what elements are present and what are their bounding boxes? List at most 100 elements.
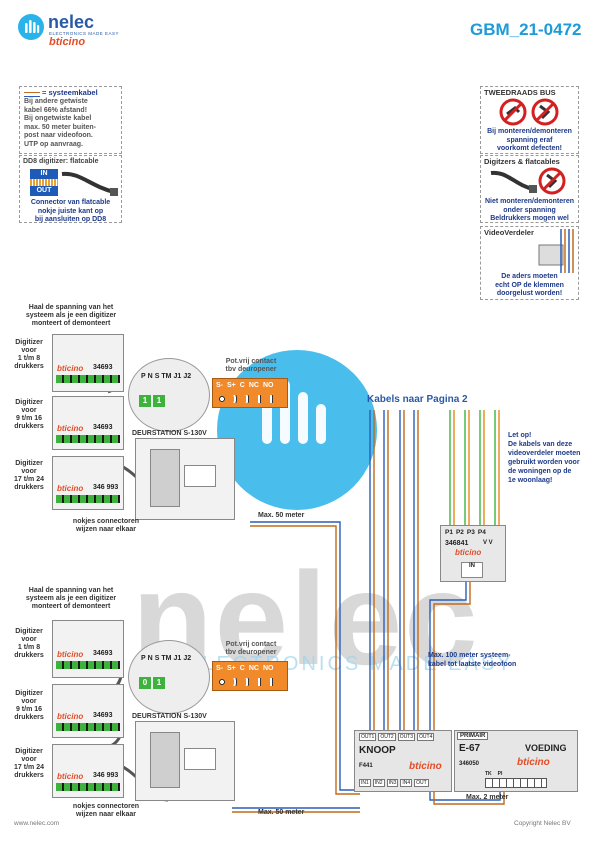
digitizer-model: 346 993 xyxy=(93,484,119,491)
bus-head: TWEEDRAADS BUS xyxy=(484,88,556,97)
digitizer-model: 34693 xyxy=(93,424,113,431)
bottom-digitizer-2: bticino 34693 xyxy=(52,684,124,738)
cables-title: Kabels naar Pagina 2 xyxy=(367,394,468,405)
jumper-1: 1 xyxy=(139,395,151,407)
knoop-bottom-terminals: IN1 IN2 IN3 IN4 OUT xyxy=(359,779,429,787)
terminal-strip xyxy=(56,375,120,383)
primair-label: PRIMAIR xyxy=(457,732,489,740)
flatcable-icon xyxy=(61,171,118,196)
bottom-digitizer-3: bticino 346 993 xyxy=(52,744,124,798)
knoop-top-terminals: OUT1 OUT2 OUT3 OUT4 xyxy=(359,733,435,741)
top-max-label: Max. 50 meter xyxy=(258,512,305,519)
max2-label: Max. 2 meter xyxy=(466,794,509,801)
splitter-in: IN xyxy=(461,562,483,578)
brand-partner: bticino xyxy=(49,36,86,48)
videoverdeler-icon xyxy=(538,229,574,273)
splitter-model: 346841 xyxy=(445,540,469,547)
door-station-module xyxy=(150,449,180,507)
voeding-terminal-strip xyxy=(485,778,547,788)
dd8-in-label: IN xyxy=(30,169,58,179)
digitizer-model: 34693 xyxy=(93,650,113,657)
brand-name: nelec xyxy=(48,12,95,32)
no-flatcable-icon xyxy=(490,167,566,195)
digitizer-brand: bticino xyxy=(57,364,84,373)
footer-website: www.nelec.com xyxy=(14,820,60,827)
cable-legend-icon xyxy=(24,92,40,97)
jumper-2: 1 xyxy=(153,677,165,689)
digitizers-head: Digitzers & flatcables xyxy=(484,157,560,166)
footer-copyright: Copyright Nelec BV xyxy=(514,820,571,827)
top-door-station xyxy=(135,438,235,520)
contact-screws xyxy=(218,395,282,403)
digitizer-model: 34693 xyxy=(93,712,113,719)
knoop-module: OUT1 OUT2 OUT3 OUT4 KNOOP F441 bticino I… xyxy=(354,730,452,792)
bottom-digitizer-1: bticino 34693 xyxy=(52,620,124,678)
voeding-model: E-67 xyxy=(459,743,481,754)
brand-tagline: ELECTRONICS MADE EASY xyxy=(49,31,120,36)
voeding-title: VOEDING xyxy=(525,743,567,753)
dd8-head: DD8 digitizer: flatcable xyxy=(23,158,99,165)
dd8-note: DD8 digitizer: flatcable IN OUT Connecto… xyxy=(19,155,122,223)
dd8-connector-icon xyxy=(30,179,58,186)
bottom-max-label: Max. 50 meter xyxy=(258,809,305,816)
digitizer-model: 34693 xyxy=(93,364,113,371)
jumper-2: 1 xyxy=(153,395,165,407)
top-door-station-label: DEURSTATION S-130V xyxy=(132,430,207,437)
digitizers-note: Digitzers & flatcables Niet monteren/dem… xyxy=(480,155,579,223)
videoverdeler-head: VideoVerdeler xyxy=(484,228,534,237)
bottom-door-station-label: DEURSTATION S-130V xyxy=(132,713,207,720)
knoop-model: F441 xyxy=(359,763,373,769)
voeding-code: 346050 xyxy=(459,761,480,767)
top-digitizer-3: bticino 346 993 xyxy=(52,456,124,510)
top-digitizer-1: bticino 34693 xyxy=(52,334,124,392)
dd8-out-label: OUT xyxy=(30,186,58,196)
document-title: GBM_21-0472 xyxy=(470,20,582,39)
knoop-title: KNOOP xyxy=(359,745,396,756)
cable-legend-head: = systeemkabel xyxy=(42,88,98,97)
door-station-pcb xyxy=(184,465,216,487)
jumper-1: 0 xyxy=(139,677,151,689)
no-plug-icon xyxy=(499,98,559,126)
top-digitizer-2: bticino 34693 xyxy=(52,396,124,450)
max100-note: Max. 100 meter systeem-kabel tot laatste… xyxy=(428,652,517,668)
bottom-door-station xyxy=(135,721,235,801)
splitter-vv: V V xyxy=(483,540,493,546)
digitizer-model: 346 993 xyxy=(93,772,119,779)
brand-logo-icon xyxy=(18,14,44,40)
